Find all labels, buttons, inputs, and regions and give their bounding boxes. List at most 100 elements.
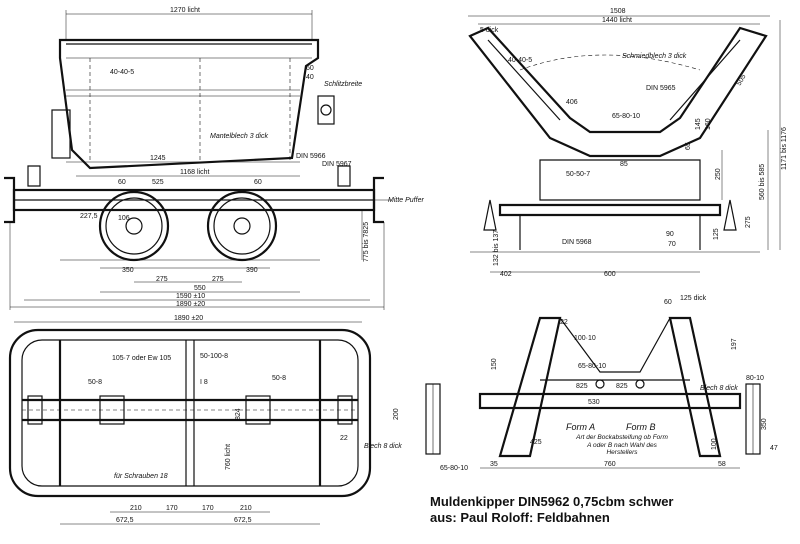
stand-crossbeam — [478, 392, 742, 410]
dim-170a: 170 — [166, 505, 178, 512]
dim-plan-1890: 1890 ±20 — [174, 315, 203, 322]
label-i1: 105·7 oder Ew 105 — [112, 355, 171, 362]
dim-1590: 1590 ±10 — [176, 293, 205, 300]
label-din5967: DIN 5967 — [322, 161, 352, 168]
label-schmiedblech: Schmiedblech 3 dick — [622, 53, 687, 60]
dim-90: 90 — [666, 231, 674, 238]
buffer-left — [4, 176, 16, 224]
dim-275b: 275 — [212, 276, 224, 283]
dim-2275: 227,5 — [80, 213, 98, 220]
label-bracket-blech: Blech 8 dick — [700, 385, 738, 392]
dim-275a: 275 — [156, 276, 168, 283]
label-bracket-note: Art der Bockabsteifung ob Form A oder B … — [576, 434, 668, 456]
dim-1890: 1890 ±20 — [176, 301, 205, 308]
dim-47: 47 — [770, 445, 778, 452]
dim-132: 132 bis 137 — [493, 230, 500, 266]
dim-530: 530 — [588, 399, 600, 406]
dim-58: 58 — [718, 461, 726, 468]
dim-60b: 60 — [254, 179, 262, 186]
dim-275: 275 — [745, 216, 752, 228]
dim-front-410: 40-40-5 — [508, 57, 532, 64]
dim-550: 550 — [194, 285, 206, 292]
dim-6725a: 672,5 — [116, 517, 134, 524]
dim-160: 160 — [705, 118, 712, 130]
dim-22: 22 — [560, 319, 568, 326]
label-plan-blech: Blech 8 dick — [364, 443, 402, 450]
dim-5050: 50-50-7 — [566, 171, 590, 178]
dim-390: 390 — [246, 267, 258, 274]
dim-100: 100 — [711, 438, 718, 450]
caption-title: Muldenkipper DIN5962 0,75cbm schwer — [430, 494, 674, 509]
label-din5966: DIN 5966 — [296, 153, 326, 160]
dim-402: 402 — [500, 271, 512, 278]
hopper-body — [58, 38, 320, 170]
dim-h60: 60 — [306, 65, 314, 72]
dim-106: 106 — [118, 215, 130, 222]
label-din5965: DIN 5965 — [646, 85, 676, 92]
dim-406: 406 — [566, 99, 578, 106]
dim-6580: 65-80-10 — [578, 363, 606, 370]
label-mantelblech: Mantelblech 3 dick — [210, 133, 268, 140]
dim-60a: 60 — [118, 179, 126, 186]
dim-525: 525 — [152, 179, 164, 186]
front-stand — [539, 159, 701, 201]
dim-505: 505 — [736, 73, 748, 87]
dim-1168: 1168 licht — [180, 169, 210, 176]
latch-left — [51, 109, 71, 159]
dim-200: 200 — [393, 408, 400, 420]
dim-1508: 1508 — [610, 8, 626, 15]
dim-22: 22 — [340, 435, 348, 442]
dim-60: 60 — [664, 299, 672, 306]
leg-left — [498, 316, 562, 458]
dim-658010b: 65-80-10 — [440, 465, 468, 472]
latch-right — [317, 95, 335, 125]
dim-760b: 760 — [604, 461, 616, 468]
dim-825b: 825 — [616, 383, 628, 390]
dim-825a: 825 — [576, 383, 588, 390]
dim-150: 150 — [491, 358, 498, 370]
dim-85: 85 — [620, 161, 628, 168]
wheel-right — [206, 190, 278, 262]
dim-425: 425 — [530, 439, 542, 446]
side-view: 1270 licht 40-40-5 Schlitzbreite 60 40 M… — [4, 7, 424, 310]
dim-1171: 1171 bis 1176 — [781, 127, 788, 170]
dim-h40: 40 — [306, 74, 314, 81]
dim-vertical-height: 775 bis 7825 — [363, 222, 370, 262]
dim-8010: 80-10 — [746, 375, 764, 382]
dim-70: 70 — [668, 241, 676, 248]
dim-125: 125 — [713, 228, 720, 240]
dim-824: 824 — [235, 408, 242, 420]
bracket-detail: 22 100·10 60 125 dick 150 197 65-80-10 8… — [425, 295, 778, 472]
dim-125: 125 dick — [680, 295, 707, 302]
dim-210a: 210 — [130, 505, 142, 512]
caption-source: aus: Paul Roloff: Feldbahnen — [430, 510, 610, 525]
dim-1245: 1245 — [150, 155, 166, 162]
dim-top-width: 1270 licht — [170, 7, 200, 14]
label-din5968: DIN 5968 — [562, 239, 592, 246]
dim-sheet-410: 40-40-5 — [110, 69, 134, 76]
dim-170b: 170 — [202, 505, 214, 512]
dim-210b: 210 — [240, 505, 252, 512]
label-form-b: Form B — [626, 422, 656, 432]
dim-600: 600 — [604, 271, 616, 278]
plan-outer-frame — [8, 328, 372, 498]
front-frame — [498, 203, 722, 217]
label-508a: 50-8 — [88, 379, 102, 386]
plan-view: 1890 ±20 105·7 oder Ew 105 50-100-8 I 8 … — [8, 315, 402, 525]
label-schlitzbreite: Schlitzbreite — [324, 81, 362, 88]
dim-350: 350 — [122, 267, 134, 274]
wheel-left — [98, 190, 170, 262]
dim-35: 35 — [490, 461, 498, 468]
caption: Muldenkipper DIN5962 0,75cbm schwer aus:… — [430, 494, 675, 526]
dim-1440: 1440 licht — [602, 17, 632, 24]
dim-560: 560 bis 585 — [759, 164, 766, 200]
label-schrauben: für Schrauben 18 — [114, 473, 168, 480]
dim-350b: 350 — [761, 418, 768, 430]
front-view: 1508 1440 licht 5 dick 40-40-5 Schmiedbl… — [468, 8, 788, 278]
dim-65: 65 — [685, 142, 692, 150]
label-i3: I 8 — [200, 379, 208, 386]
dim-6725b: 672,5 — [234, 517, 252, 524]
dim-6580: 65-80-10 — [612, 113, 640, 120]
dim-145: 145 — [695, 118, 702, 130]
